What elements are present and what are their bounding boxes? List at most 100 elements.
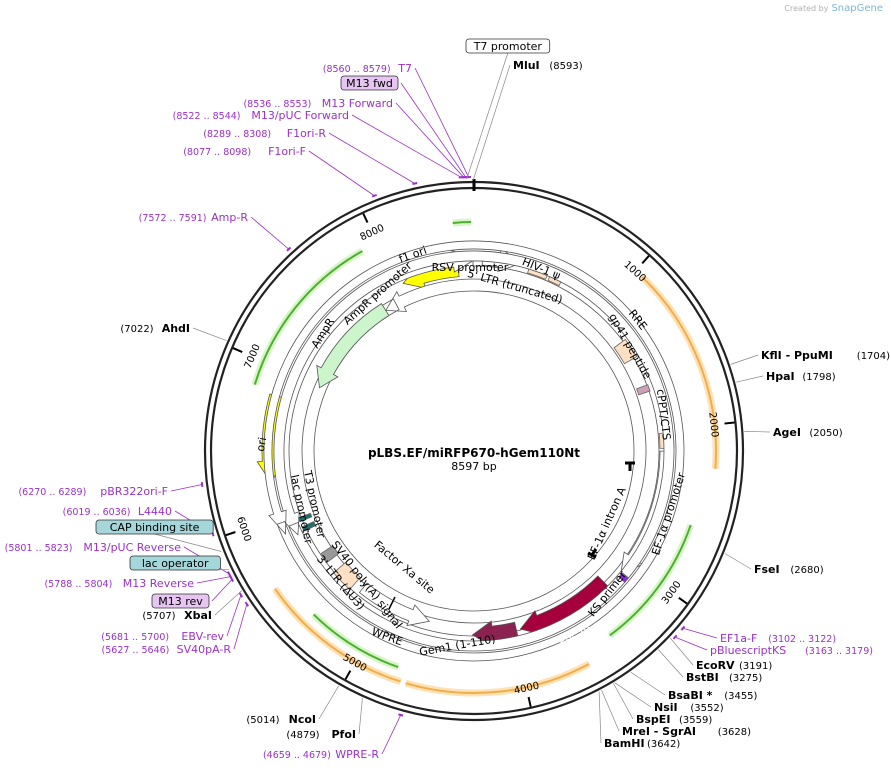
boxed-feature[interactable]: lac operator: [129, 555, 230, 571]
primer-site[interactable]: WPRE-R(4659 .. 4679): [263, 713, 404, 761]
primer-site[interactable]: EF1a-F(3102 .. 3122): [680, 625, 836, 645]
enzyme-site[interactable]: MluI(8593): [472, 59, 583, 181]
position-tick: [678, 596, 688, 605]
primer-name: M13 fwd: [346, 77, 393, 90]
enzyme-position: (8593): [549, 61, 582, 72]
primer-name: F1ori-F: [268, 145, 306, 158]
enzyme-name: NcoI: [289, 713, 316, 726]
enzyme-position: (1798): [802, 372, 835, 383]
primer-site[interactable]: M13 fwd: [340, 75, 469, 179]
enzyme-leader-line: [736, 375, 764, 383]
primer-site[interactable]: M13 Reverse(5788 .. 5804): [44, 574, 233, 590]
enzyme-position: (2680): [790, 565, 823, 576]
primer-site[interactable]: pBluescriptKS(3163 .. 3179): [672, 634, 873, 657]
primer-range: (5801 .. 5823): [5, 543, 73, 554]
enzyme-position: (1704): [857, 351, 890, 362]
enzyme-site[interactable]: HpaI (1798): [736, 370, 836, 383]
primer-leader-line: [674, 636, 708, 651]
enzyme-name: HpaI: [766, 370, 795, 383]
primer-site[interactable]: T7(8560 .. 8579): [323, 62, 472, 179]
primer-binding-mark: [412, 181, 418, 185]
boxed-feature-box: [129, 555, 221, 571]
primer-site[interactable]: F1ori-R(8289 .. 8308): [203, 127, 418, 185]
primer-name: WPRE-R: [335, 748, 379, 761]
enzyme-site[interactable]: NcoI(5014): [246, 685, 339, 726]
primer-range: (3102 .. 3122): [768, 634, 836, 645]
position-tick: [527, 696, 532, 708]
enzyme-site[interactable]: AhdI(7022): [120, 322, 227, 341]
enzyme-site[interactable]: MreI - SgrAI(3628): [601, 689, 752, 738]
boxed-feature-name: CAP binding site: [110, 521, 200, 534]
enzyme-name: PfoI: [332, 728, 357, 741]
primer-leader-line: [400, 82, 466, 178]
primer-binding-mark: [229, 576, 235, 583]
primer-name: M13 Reverse: [123, 577, 194, 590]
enzyme-site[interactable]: BstBI (3275): [658, 649, 762, 684]
enzyme-name: BstBI: [686, 671, 719, 684]
primer-site[interactable]: F1ori-F(8077 .. 8098): [183, 145, 378, 198]
primer-name: pBluescriptKS: [710, 644, 786, 657]
orf-arc: [312, 613, 399, 669]
enzyme-leader-line: [613, 683, 634, 720]
feature-label: RSV promoter: [432, 261, 509, 274]
enzyme-name: AhdI: [162, 322, 190, 335]
primer-site[interactable]: pBR322ori-F(6270 .. 6289): [18, 482, 204, 498]
credit-text: Created by: [784, 4, 829, 13]
snapgene-credit: Created by SnapGene: [784, 3, 883, 14]
primer-site[interactable]: M13/pUC Forward(8522 .. 8544): [173, 109, 464, 179]
arc-layer: [251, 218, 720, 697]
enzyme-name: AgeI: [773, 426, 801, 439]
enzyme-name: FseI: [754, 563, 780, 576]
position-tick: [641, 255, 650, 265]
primer-site[interactable]: EBV-rev(5681 .. 5700): [101, 592, 244, 643]
enzyme-site[interactable]: EcoRV(3191): [669, 637, 772, 672]
enzyme-leader-line: [724, 553, 752, 570]
primer-range: (8289 .. 8308): [203, 129, 271, 140]
boxed-feature[interactable]: T7 promoter: [465, 38, 551, 180]
enzyme-site[interactable]: BamHI(3642): [598, 691, 680, 750]
enzyme-site[interactable]: XbaI(5707): [142, 590, 242, 622]
primer-binding-mark: [398, 713, 404, 717]
primer-leader-line: [233, 604, 248, 650]
primer-site[interactable]: M13 Forward(8536 .. 8553): [243, 97, 467, 179]
boxed-feature[interactable]: CAP binding site: [95, 519, 222, 552]
boxed-feature-leader: [154, 533, 222, 552]
enzyme-site[interactable]: KflI - PpuMI(1704): [730, 349, 890, 365]
primer-site[interactable]: M13 rev: [151, 576, 235, 609]
enzyme-leader-line: [192, 327, 227, 341]
boxed-feature-leader: [466, 52, 509, 180]
primer-binding-mark: [286, 246, 292, 252]
enzyme-name: BamHI: [604, 737, 645, 750]
enzyme-site[interactable]: AgeI(2050): [744, 426, 843, 439]
primer-leader-line: [170, 484, 203, 492]
snapgene-logo: SnapGene: [831, 3, 883, 14]
enzyme-site[interactable]: FseI (2680): [724, 553, 824, 576]
enzyme-position: (3275): [729, 673, 762, 684]
feature-sv40-poly-a-signal: [320, 545, 340, 563]
boxed-feature-box: [465, 38, 551, 54]
boxed-feature-name: lac operator: [142, 557, 209, 570]
enzyme-site[interactable]: BspEI(3559): [613, 683, 712, 726]
primer-name: pBR322ori-F: [100, 485, 168, 498]
enzyme-site[interactable]: BsaBI *(3455): [630, 671, 758, 702]
position-tick-label: 4000: [513, 681, 540, 697]
primer-leader-line: [211, 579, 233, 602]
enzyme-position: (3628): [718, 727, 751, 738]
primer-binding-mark: [244, 601, 250, 607]
primer-leader-line: [196, 576, 231, 584]
primer-site[interactable]: M13/pUC Reverse(5801 .. 5823): [5, 541, 232, 577]
enzyme-site[interactable]: NsiI(3552): [614, 682, 724, 714]
primer-site[interactable]: Amp-R(7572 .. 7591): [139, 211, 292, 252]
primer-binding-mark: [672, 634, 678, 640]
position-tick: [225, 531, 236, 537]
position-tick-label: 6000: [234, 515, 253, 543]
enzyme-leader-line: [730, 354, 759, 365]
feature-gp41-peptide: [636, 384, 651, 396]
enzyme-position: (5707): [142, 611, 175, 622]
enzyme-leader-line: [614, 682, 652, 708]
primer-site[interactable]: SV40pA-R(5627 .. 5646): [102, 601, 250, 656]
enzyme-site[interactable]: PfoI(4879): [286, 697, 363, 741]
primer-leader-line: [414, 67, 469, 178]
orf-arc: [452, 221, 472, 224]
